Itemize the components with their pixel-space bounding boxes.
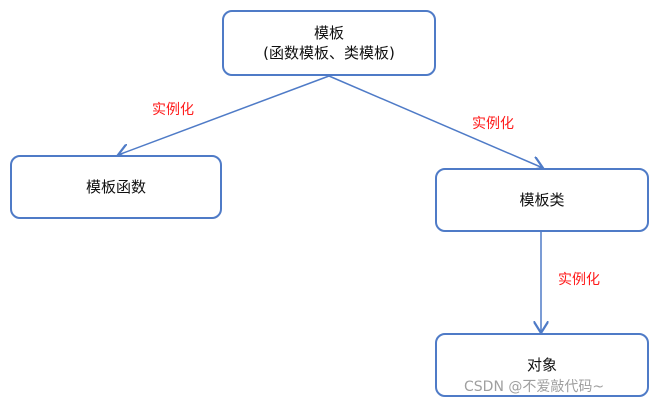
node-function-template: 模板函数 xyxy=(10,155,222,219)
edge-template-to-class-template xyxy=(328,75,543,168)
node-template: 模板 (函数模板、类模板) xyxy=(222,10,436,76)
edge-label-instantiate-object: 实例化 xyxy=(558,272,600,288)
edge-template-to-function-template xyxy=(118,75,330,155)
node-object: 对象 xyxy=(435,333,649,397)
node-function-template-label: 模板函数 xyxy=(85,178,146,196)
node-object-label: 对象 xyxy=(526,356,557,374)
node-class-template: 模板类 xyxy=(435,168,649,232)
edge-label-instantiate-class-template: 实例化 xyxy=(472,116,514,132)
watermark-text: CSDN @不爱敲代码~ xyxy=(464,379,605,395)
edge-label-instantiate-function-template: 实例化 xyxy=(152,102,194,118)
node-class-template-label: 模板类 xyxy=(519,191,565,209)
node-template-subtitle: (函数模板、类模板) xyxy=(263,44,395,62)
node-template-title: 模板 xyxy=(313,24,344,42)
